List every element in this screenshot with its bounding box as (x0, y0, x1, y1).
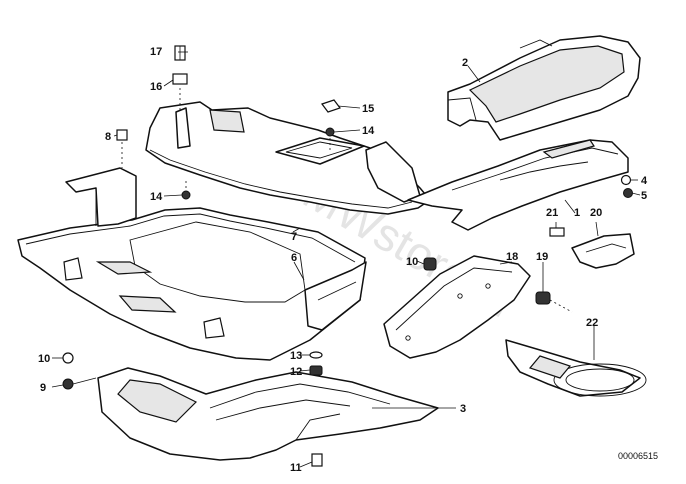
callout-label: 5 (641, 190, 647, 202)
callout-label: 18 (506, 251, 518, 263)
callout-label: 12 (290, 366, 302, 378)
hardware-17-bolt (174, 45, 186, 61)
callout-label: 16 (150, 81, 162, 93)
part-3-splash-guard (97, 367, 439, 461)
hardware-10-bolt-upper (423, 257, 437, 271)
hardware-11-clip (311, 453, 323, 467)
part-22-bottom-shield (505, 339, 647, 397)
hardware-5-nut (623, 188, 633, 198)
callout-label: 7 (291, 231, 297, 243)
hardware-14-screw-left (181, 178, 191, 200)
part-1-heat-shield (407, 139, 629, 231)
callout-label: 14 (362, 125, 375, 137)
callout-label: 10 (406, 256, 418, 268)
callout-label: 13 (290, 350, 302, 362)
part-2-tunnel-shield (447, 35, 641, 141)
callout-label: 19 (536, 251, 548, 263)
callout-label: 21 (546, 207, 558, 219)
drawing-code: 00006515 (618, 451, 658, 461)
callout-label: 20 (590, 207, 602, 219)
callout-label: 3 (460, 403, 466, 415)
callout-label: 10 (38, 353, 50, 365)
part-20-clip (571, 233, 635, 269)
part-7-front-bracket (145, 101, 431, 215)
hardware-13-washer (309, 351, 323, 359)
part-18-side-plate (383, 255, 531, 359)
callout-label: 2 (462, 57, 468, 69)
hardware-4-nut (620, 174, 632, 186)
hardware-21-clip (549, 227, 565, 237)
callout-labels: 1 2 3 4 5 6 7 8 9 10 10 11 12 13 14 14 1… (38, 46, 648, 474)
hardware-8-nut (116, 129, 128, 168)
callout-label: 9 (40, 382, 46, 394)
callout-label: 22 (586, 317, 598, 329)
hardware-19-mount (535, 291, 573, 313)
callout-label: 17 (150, 46, 162, 58)
callout-label: 8 (105, 131, 111, 143)
leader-lines (51, 51, 641, 468)
callout-label: 6 (291, 252, 297, 264)
callout-label: 15 (362, 103, 374, 115)
hardware-9-bolt (62, 377, 97, 390)
hardware-15-nut (321, 99, 341, 113)
callout-label: 14 (150, 191, 163, 203)
hardware-10-nut-lower (62, 352, 74, 364)
callout-label: 4 (641, 175, 648, 187)
part-6-underbody-panel (17, 167, 367, 361)
hardware-16-nut (172, 73, 188, 110)
callout-label: 1 (574, 207, 580, 219)
hardware-12-nut (309, 365, 323, 376)
callout-label: 11 (290, 462, 302, 474)
part-15-plate (275, 137, 365, 165)
